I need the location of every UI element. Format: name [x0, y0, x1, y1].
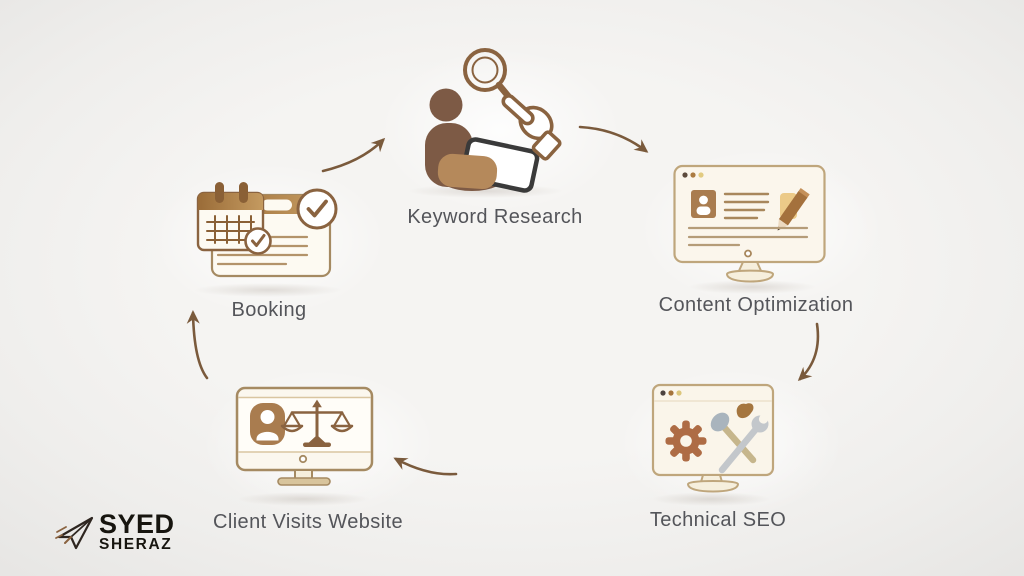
- calendar-checkmarks-icon: [196, 182, 338, 278]
- node-keyword-research: [398, 38, 568, 203]
- icon-shadow: [238, 492, 370, 506]
- node-client-visits-website: [232, 384, 382, 492]
- logo-line2: SHERAZ: [99, 536, 173, 554]
- arrow-content-optimization-to-technical-seo: [797, 322, 820, 382]
- arrow-client-visits-website-to-booking: [186, 310, 209, 380]
- brand-logo: SYED SHERAZ: [54, 509, 175, 554]
- node-label-technical-seo: Technical SEO: [649, 509, 787, 531]
- node-label-content-optimization: Content Optimization: [658, 294, 854, 316]
- node-booking: [190, 172, 340, 284]
- browser-gear-tools-icon: [651, 383, 775, 493]
- arrow-booking-to-keyword-research: [321, 137, 386, 173]
- icon-shadow: [652, 492, 770, 506]
- paper-plane-icon: [55, 516, 94, 550]
- person-with-magnifier-icon: [425, 48, 562, 193]
- node-label-booking: Booking: [231, 299, 307, 321]
- monitor-person-scales-icon: [235, 386, 374, 486]
- node-label-client-visits-website: Client Visits Website: [213, 511, 403, 533]
- icon-shadow: [194, 283, 342, 297]
- node-technical-seo: [650, 382, 778, 494]
- node-label-keyword-research: Keyword Research: [407, 206, 583, 228]
- node-content-optimization: [673, 163, 827, 285]
- logo-line1: SYED: [99, 509, 175, 540]
- icon-shadow: [688, 280, 816, 294]
- arrow-keyword-research-to-content-optimization: [578, 125, 649, 153]
- browser-profile-pencil-icon: [673, 164, 826, 283]
- arrow-technical-seo-to-client-visits-website: [393, 457, 458, 476]
